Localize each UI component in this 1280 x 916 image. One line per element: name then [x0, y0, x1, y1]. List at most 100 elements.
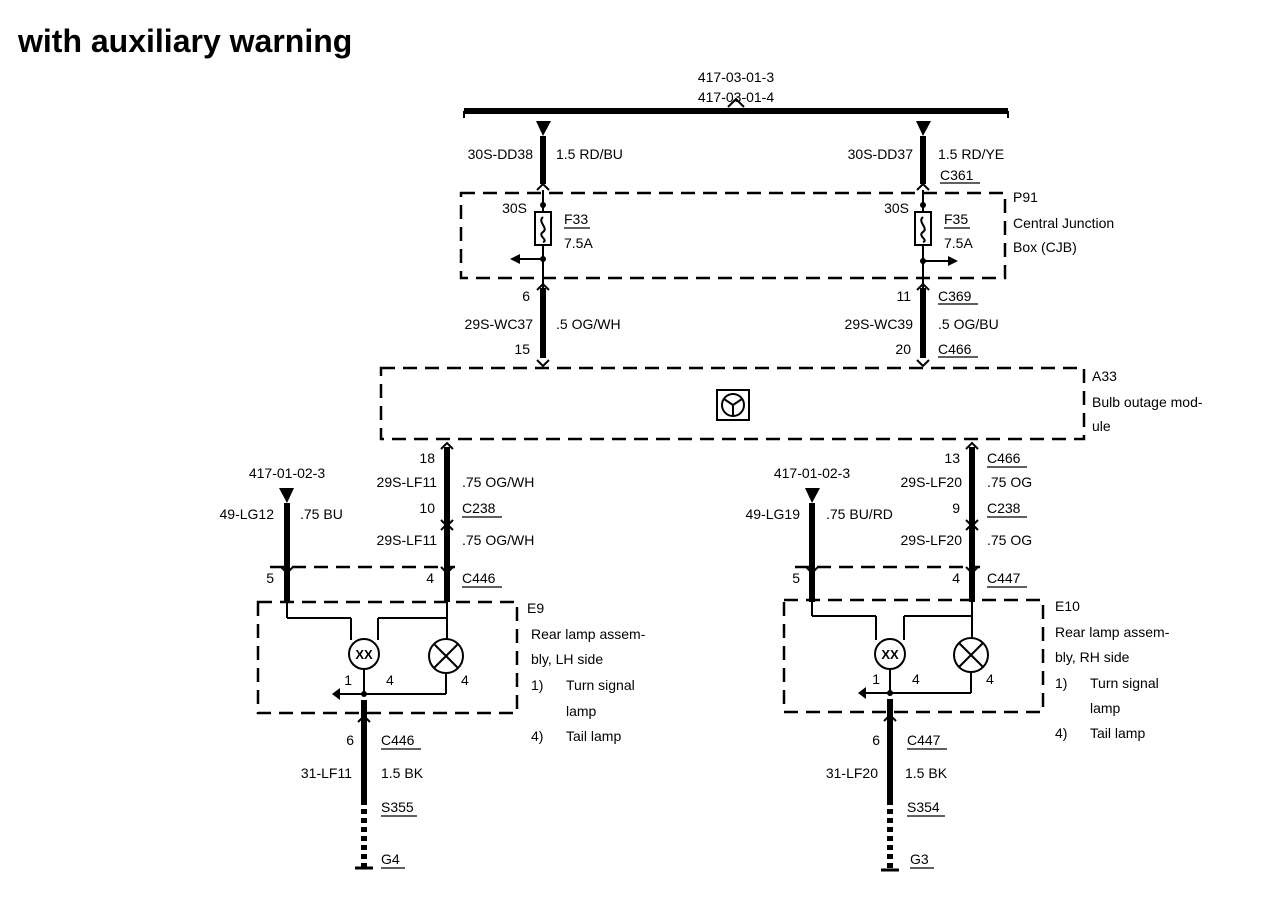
- rb-ground-pin: 6: [872, 732, 880, 748]
- module-name-1: Bulb outage mod-: [1092, 394, 1203, 410]
- rb-pin4: 4: [952, 570, 960, 586]
- rb-feed-circuit: 49-LG19: [746, 506, 801, 522]
- f33-rating: 7.5A: [564, 235, 593, 251]
- e9-n1: 1): [531, 677, 543, 693]
- left-feed-wire-label: 1.5 RD/BU: [556, 146, 623, 162]
- e9-lamp1-pin: 1: [344, 672, 352, 688]
- mid-right-circuit: 29S-WC39: [845, 316, 914, 332]
- left-feed-circuit: 30S-DD38: [468, 146, 534, 162]
- top-ref-1: 417-03-01-3: [698, 69, 774, 85]
- cjb-name-1: Central Junction: [1013, 215, 1114, 231]
- c466-top-label: C466: [938, 341, 972, 357]
- e10-t1b: lamp: [1090, 700, 1121, 716]
- cjb-id: P91: [1013, 189, 1038, 205]
- fuse-f33-icon: [534, 211, 552, 246]
- module-name-2: ule: [1092, 418, 1111, 434]
- rb-wire-a: .75 OG: [987, 474, 1032, 490]
- rb-pin-a: 13: [944, 450, 960, 466]
- e10-lamp4b-pin: 4: [986, 671, 994, 687]
- e10-lamp4a-pin: 4: [912, 671, 920, 687]
- e9-t1a: Turn signal: [566, 677, 635, 693]
- e9-id: E9: [527, 600, 544, 616]
- lb-ground-wire-label: 1.5 BK: [381, 765, 424, 781]
- c361-label: C361: [940, 167, 974, 183]
- rb-ref: 417-01-02-3: [774, 465, 850, 481]
- lb-ref: 417-01-02-3: [249, 465, 325, 481]
- rb-pin5: 5: [792, 570, 800, 586]
- module-a33-box: [379, 366, 1086, 441]
- rb-conn-lamp: C447: [987, 570, 1021, 586]
- svg-text:XX: XX: [881, 647, 899, 662]
- top-ref-2: 417-03-01-4: [698, 89, 774, 105]
- f35-pin: 30S: [884, 200, 909, 216]
- mid-left-pin-top: 6: [522, 288, 530, 304]
- mid-right-pin-bottom: 20: [895, 341, 911, 357]
- lb-wire-c: .75 OG/WH: [462, 532, 534, 548]
- svg-text:XX: XX: [355, 647, 373, 662]
- e10-line1: Rear lamp assem-: [1055, 624, 1170, 640]
- e9-line2: bly, LH side: [531, 651, 603, 667]
- lb-pin-b: 10: [419, 500, 435, 516]
- diagram-title: with auxiliary warning: [17, 23, 352, 59]
- c369-label: C369: [938, 288, 972, 304]
- e10-n1: 1): [1055, 675, 1067, 691]
- rb-circuit-a: 29S-LF20: [901, 474, 963, 490]
- f33-name: F33: [564, 211, 588, 227]
- rb-wire-c: .75 OG: [987, 532, 1032, 548]
- right-feed-wire-label: 1.5 RD/YE: [938, 146, 1004, 162]
- f35-name: F35: [944, 211, 968, 227]
- module-id: A33: [1092, 368, 1117, 384]
- mid-left-pin-bottom: 15: [514, 341, 530, 357]
- rb-circuit-c: 29S-LF20: [901, 532, 963, 548]
- mid-right-wire-label: .5 OG/BU: [938, 316, 999, 332]
- lb-circuit-c: 29S-LF11: [377, 532, 438, 548]
- lb-ground-conn: C446: [381, 732, 415, 748]
- e10-line2: bly, RH side: [1055, 649, 1130, 665]
- e9-box: [256, 600, 519, 715]
- e10-t4: Tail lamp: [1090, 725, 1145, 741]
- f33-pin: 30S: [502, 200, 527, 216]
- lb-conn-lamp: C446: [462, 570, 496, 586]
- cjb-box: [459, 191, 1007, 280]
- e10-n4: 4): [1055, 725, 1067, 741]
- e9-t4: Tail lamp: [566, 728, 621, 744]
- rb-splice: S354: [907, 799, 940, 815]
- rb-ground: G3: [910, 851, 929, 867]
- lb-ground-circuit: 31-LF11: [301, 765, 352, 781]
- rb-conn-a: C466: [987, 450, 1021, 466]
- e10-t1a: Turn signal: [1090, 675, 1159, 691]
- fuse-f35-icon: [914, 211, 932, 246]
- rb-feed-arrow: [805, 488, 820, 503]
- lb-wire-a: .75 OG/WH: [462, 474, 534, 490]
- right-feed-arrow: [916, 121, 931, 136]
- lb-pin5: 5: [266, 570, 274, 586]
- f35-rating: 7.5A: [944, 235, 973, 251]
- lb-ground: G4: [381, 851, 400, 867]
- e10-box: [782, 598, 1045, 714]
- rb-pin-b: 9: [952, 500, 960, 516]
- rb-ground-wire-label: 1.5 BK: [905, 765, 948, 781]
- lb-feed-circuit: 49-LG12: [220, 506, 275, 522]
- mid-right-pin-top: 11: [896, 288, 911, 304]
- e9-lamp4b-pin: 4: [461, 672, 469, 688]
- e9-lamp4a-pin: 4: [386, 672, 394, 688]
- e9-line1: Rear lamp assem-: [531, 626, 646, 642]
- lb-splice: S355: [381, 799, 414, 815]
- rb-ground-conn: C447: [907, 732, 941, 748]
- rb-conn-b: C238: [987, 500, 1021, 516]
- lb-circuit-a: 29S-LF11: [377, 474, 438, 490]
- lb-feed-arrow: [279, 488, 294, 503]
- e10-lamp1-pin: 1: [872, 671, 880, 687]
- mid-left-circuit: 29S-WC37: [465, 316, 534, 332]
- e9-t1b: lamp: [566, 703, 597, 719]
- lb-feed-wire-label: .75 BU: [300, 506, 343, 522]
- lb-ground-pin: 6: [346, 732, 354, 748]
- mid-left-wire-label: .5 OG/WH: [556, 316, 621, 332]
- rb-ground-circuit: 31-LF20: [826, 765, 878, 781]
- cjb-name-2: Box (CJB): [1013, 239, 1077, 255]
- e9-n4: 4): [531, 728, 543, 744]
- e10-id: E10: [1055, 598, 1080, 614]
- right-feed-circuit: 30S-DD37: [848, 146, 914, 162]
- lb-conn-b: C238: [462, 500, 496, 516]
